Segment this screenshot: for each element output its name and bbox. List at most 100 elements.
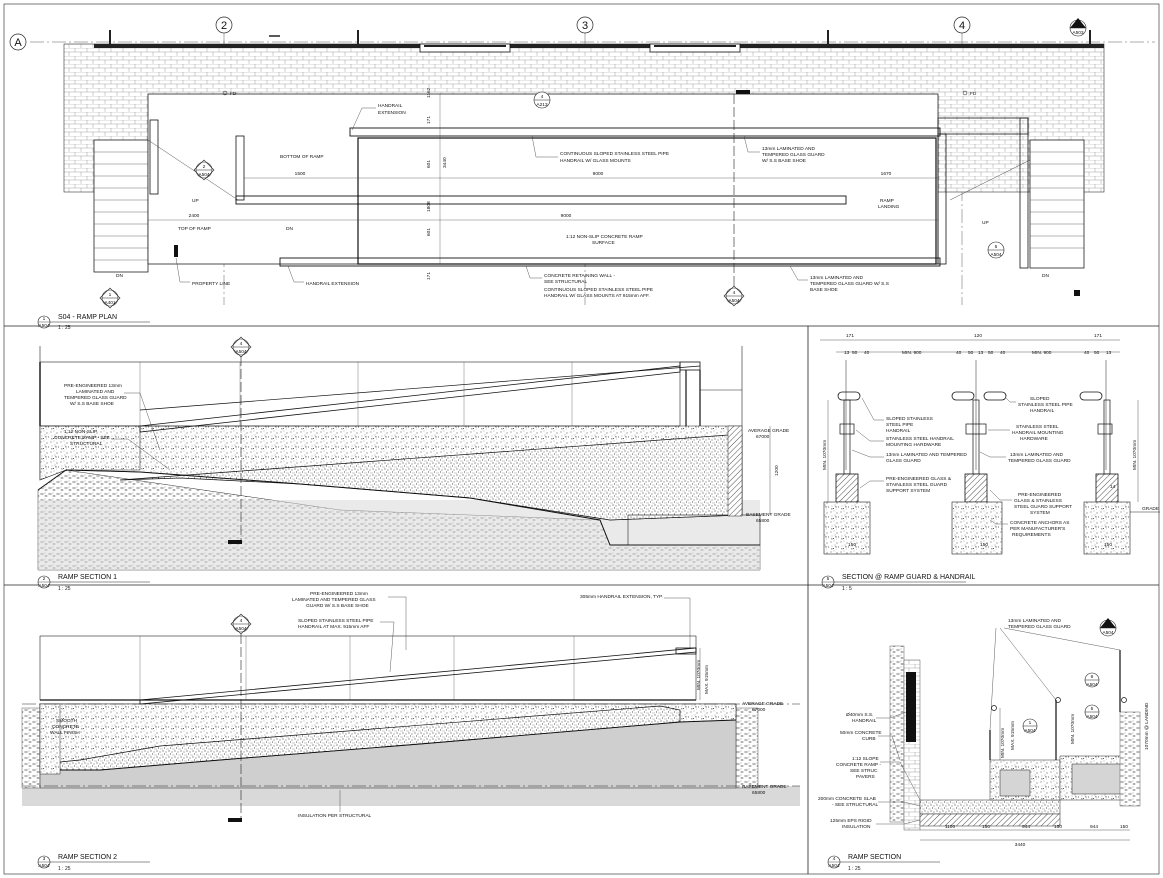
s4-max915: MAX. 915mm	[1010, 721, 1016, 750]
s4-landing: 1070mm @ LANDING	[1144, 702, 1150, 750]
ramp-surface-label-1: 1:12 NON-SLIP CONCRETE RAMP	[566, 234, 643, 240]
property-line-label: PROPERTY LINE	[192, 281, 230, 287]
ramp-landing-label-1: RAMP	[880, 198, 894, 204]
s5-r4-2: GLASS & STAINLESS	[1014, 498, 1062, 504]
s2-base-grade-label: BASEMENT GRADE	[742, 784, 787, 790]
view-scale-4: 1 : 25	[848, 866, 861, 872]
svg-text:40: 40	[864, 350, 870, 356]
s5-dim-120: 120	[974, 333, 982, 339]
retaining-wall-label-3: CONTINUOUS SLOPED STAINLESS STEEL PIPE	[544, 287, 653, 293]
lower-guard-plan	[279, 257, 941, 267]
upper-guard-plan	[349, 127, 941, 137]
guard-post-left	[823, 360, 871, 555]
s4-curb-label-1: 50mm CONCRETE	[840, 730, 882, 736]
s5-l3-2: GLASS GUARD	[886, 458, 921, 464]
sheet-border	[3, 3, 1160, 875]
ramp-landing-label-2: LANDING	[878, 204, 900, 210]
s5-l4-2: STAINLESS STEEL GUARD	[886, 482, 948, 488]
up-label-right: UP	[982, 220, 989, 226]
s4-min1070: MIN. 1070mm	[1000, 728, 1006, 758]
svg-text:A504: A504	[822, 583, 834, 589]
s1-avg-grade-label: AVERAGE GRADE	[748, 428, 789, 434]
svg-text:A504: A504	[38, 863, 50, 869]
s1-pre-label-3: TEMPERED GLASS GUARD	[64, 395, 127, 401]
svg-text:4: 4	[541, 94, 544, 100]
svg-text:40: 40	[1000, 350, 1006, 356]
s4-glass-label-2: TEMPERED GLASS GUARD	[1008, 624, 1071, 630]
s2-pre-label-2: LAMINATED AND TEMPERED GLASS	[292, 597, 376, 603]
svg-text:A213: A213	[536, 102, 548, 108]
svg-text:5: 5	[827, 576, 830, 582]
s5-r5-2: PER MANUFACTURER'S	[1010, 526, 1065, 532]
ramp-surface	[357, 137, 937, 265]
svg-text:A504: A504	[728, 298, 740, 304]
view-title-ramp-section-2: 3 A504 RAMP SECTION 2 1 : 25	[37, 854, 150, 872]
svg-text:150: 150	[980, 542, 988, 548]
s5-r1-1: SLOPED	[1030, 396, 1050, 402]
s2-smooth-label-3: WALL FINISH	[50, 730, 80, 736]
s5-r2-3: HARDWARE	[1020, 436, 1048, 442]
s2-smooth-label-1: SMOOTH	[56, 718, 78, 724]
fd-label-2: FD	[970, 91, 977, 97]
view-title-ramp-section-1: 2 A504 RAMP SECTION 1 1 : 25	[37, 574, 150, 592]
s5-r1-3: HANDRAIL	[1030, 408, 1055, 414]
fd-label-1: FD	[230, 91, 237, 97]
s1-base-grade-label: BASEMENT GRADE	[746, 512, 791, 518]
s5-r4-3: STEEL GUARD SUPPORT	[1014, 504, 1072, 510]
dim-1808: 1808	[426, 201, 432, 212]
dim-3440: 3440	[442, 157, 448, 168]
s5-min900a: MIN. 900	[902, 350, 922, 356]
window-2	[649, 43, 741, 53]
top-of-ramp-label: TOP OF RAMP	[178, 226, 211, 232]
s4-insul-label-2: INSULATION	[842, 824, 871, 830]
svg-text:150: 150	[848, 542, 856, 548]
dim-601: 601	[426, 160, 432, 168]
view-title-3: RAMP SECTION 2	[58, 854, 117, 861]
guard-post-middle	[951, 360, 1007, 555]
s5-r5-3: REQUIREMENTS	[1012, 532, 1051, 538]
s5-l4-3: SUPPORT SYSTEM	[886, 488, 930, 494]
dn-label-mid: DN	[286, 226, 293, 232]
grid-bubble-2	[215, 16, 233, 34]
svg-text:3: 3	[43, 856, 46, 862]
s2-max915: MAX. 915mm	[704, 665, 710, 694]
view-title-1: S04 - RAMP PLAN	[58, 314, 117, 321]
s5-r1-2: STAINLESS STEEL PIPE	[1018, 402, 1073, 408]
grid-label-4: 4	[959, 20, 965, 32]
svg-text:4: 4	[240, 618, 243, 624]
s4-ramp-label-4: PAVERS	[856, 774, 875, 780]
svg-text:150: 150	[1104, 542, 1112, 548]
svg-text:50: 50	[988, 350, 994, 356]
svg-text:A504: A504	[235, 349, 247, 355]
handrail-section-2	[139, 647, 697, 705]
guard-post-right	[1079, 360, 1160, 555]
s2-min1070: MIN. 1070mm	[696, 660, 702, 690]
svg-text:40: 40	[956, 350, 962, 356]
svg-text:A503: A503	[1072, 30, 1084, 36]
svg-text:1: 1	[109, 292, 112, 298]
guard-bottom-label-2: TEMPERED GLASS GUARD W/ S.S	[810, 281, 889, 287]
s2-pipe-label-1: SLOPED STAINLESS STEEL PIPE	[298, 618, 373, 624]
view-scale-5: 1 : 5	[842, 586, 852, 592]
glass-guard-section-2	[39, 635, 697, 701]
s2-insulation-label: INSULATION PER STRUCTURAL	[298, 813, 372, 819]
svg-text:3: 3	[1077, 22, 1080, 28]
retaining-wall-label-2: SEE STRUCTURAL	[544, 279, 588, 285]
s1-pre-label-4: W/ S.S BASE SHOE	[70, 401, 114, 407]
stair-right	[1029, 139, 1085, 269]
s5-grade: GRADE	[1142, 506, 1159, 512]
s5-l3-1: 13mm LAMINATED AND TEMPERED	[886, 452, 967, 458]
svg-text:2: 2	[203, 164, 206, 170]
svg-text:A504: A504	[235, 626, 247, 632]
svg-text:1100: 1100	[945, 824, 956, 830]
s4-slab-label-2: - SEE STRUCTURAL	[832, 802, 878, 808]
svg-text:50: 50	[852, 350, 858, 356]
s4-ramp-label-2: CONCRETE RAMP -	[836, 762, 881, 768]
view-scale-3: 1 : 25	[58, 866, 71, 872]
section-tag-s1-4: 4 A504	[230, 336, 252, 358]
s4-ramp-label-3: SEE STRUC	[850, 768, 878, 774]
section-tag-s4-1: 1 A504	[1022, 718, 1038, 734]
s5-r2-2: HANDRAIL MOUNTING	[1012, 430, 1064, 436]
svg-text:A504: A504	[1086, 714, 1098, 720]
s1-ramp-label-1: 1:12 NON-SLIP	[64, 429, 97, 435]
